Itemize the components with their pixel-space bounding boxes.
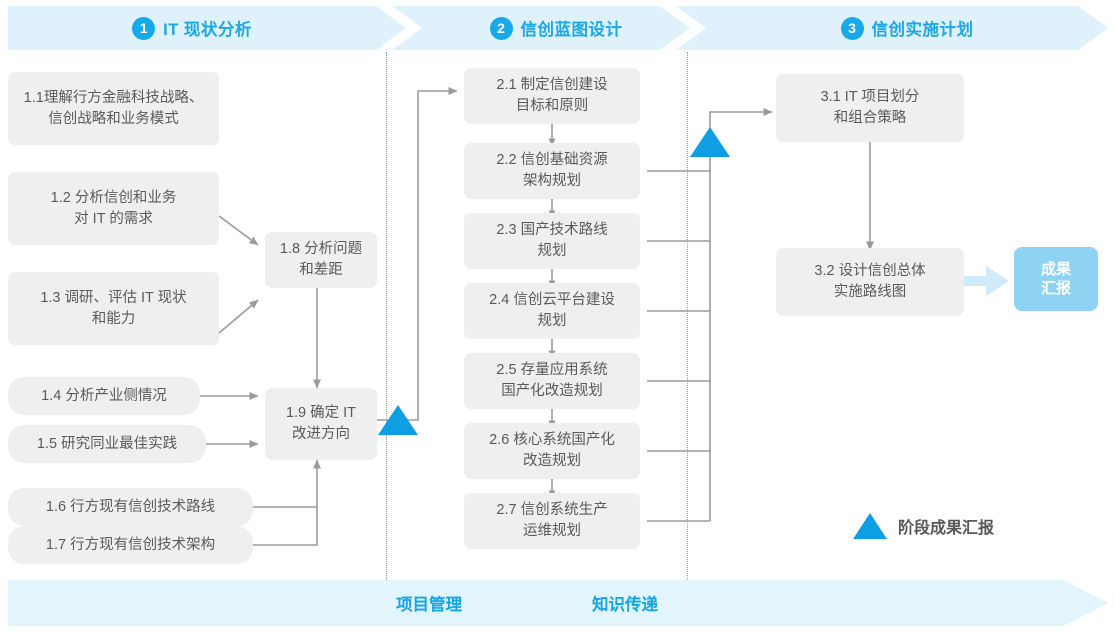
phase-number-badge-2: 2: [489, 16, 513, 40]
bottom-track-label-1: 项目管理: [396, 596, 462, 614]
bottom-track-label-2: 知识传递: [592, 596, 658, 614]
node-result-report[interactable]: 成果 汇报: [1014, 247, 1098, 311]
phase-divider-1: [386, 52, 387, 580]
node-1-6[interactable]: 1.6 行方现有信创技术路线: [8, 488, 253, 526]
phase-chevron-1: [8, 6, 406, 50]
milestone-triangle-phase-2: [690, 127, 730, 157]
phase-header-2[interactable]: 2 信创蓝图设计: [422, 6, 690, 50]
node-3-1[interactable]: 3.1 IT 项目划分 和组合策略: [776, 74, 964, 142]
node-2-1[interactable]: 2.1 制定信创建设 目标和原则: [464, 68, 640, 124]
node-2-4[interactable]: 2.4 信创云平台建设 规划: [464, 283, 640, 339]
node-1-1[interactable]: 1.1理解行方金融科技战略、 信创战略和业务模式: [8, 72, 219, 145]
node-2-3[interactable]: 2.3 国产技术路线 规划: [464, 213, 640, 269]
node-1-2[interactable]: 1.2 分析信创和业务 对 IT 的需求: [8, 172, 219, 245]
node-3-2[interactable]: 3.2 设计信创总体 实施路线图: [776, 248, 964, 316]
phase-chevron-2: [392, 6, 690, 50]
triangle-up-icon: [853, 513, 887, 539]
phase-header-3[interactable]: 3 信创实施计划: [706, 6, 1108, 50]
phase-divider-2: [687, 52, 688, 580]
bottom-track-band: [8, 580, 1108, 626]
node-2-5[interactable]: 2.5 存量应用系统 国产化改造规划: [464, 353, 640, 409]
node-1-4[interactable]: 1.4 分析产业侧情况: [8, 377, 200, 415]
node-1-9[interactable]: 1.9 确定 IT 改进方向: [265, 388, 377, 460]
node-1-3[interactable]: 1.3 调研、评估 IT 现状 和能力: [8, 272, 219, 345]
node-2-7[interactable]: 2.7 信创系统生产 运维规划: [464, 493, 640, 549]
phase-title-1: IT 现状分析: [163, 21, 252, 39]
milestone-triangle-phase-1: [378, 405, 418, 435]
phase-title-2: 信创蓝图设计: [520, 21, 623, 39]
node-2-6[interactable]: 2.6 核心系统国产化 改造规划: [464, 423, 640, 479]
phase-number-badge-1: 1: [132, 16, 156, 40]
legend-milestone: 阶段成果汇报: [853, 513, 994, 539]
node-1-7[interactable]: 1.7 行方现有信创技术架构: [8, 526, 253, 564]
node-2-2[interactable]: 2.2 信创基础资源 架构规划: [464, 143, 640, 199]
phase-header-1[interactable]: 1 IT 现状分析: [8, 6, 376, 50]
result-arrow-icon: [957, 266, 1009, 296]
phase-title-3: 信创实施计划: [871, 21, 974, 39]
phase-number-badge-3: 3: [840, 16, 864, 40]
node-1-8[interactable]: 1.8 分析问题 和差距: [265, 232, 377, 288]
legend-milestone-label: 阶段成果汇报: [898, 520, 995, 537]
phase-chevron-3: [676, 6, 1108, 50]
phase-header-band: 1 IT 现状分析 2 信创蓝图设计 3 信创实施计划: [0, 6, 1115, 50]
node-1-5[interactable]: 1.5 研究同业最佳实践: [8, 425, 206, 463]
